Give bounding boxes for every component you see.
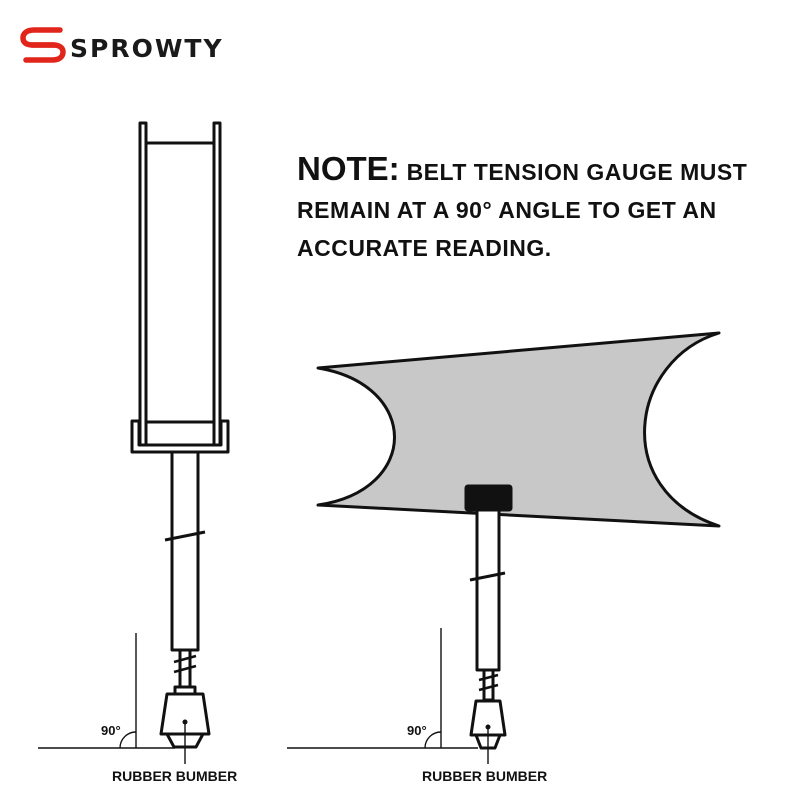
rubber-bumper [159, 692, 211, 736]
spring-coil [173, 664, 197, 674]
note-body: BELT TENSION GAUGE MUST REMAIN AT A 90° … [297, 159, 748, 261]
gauge-clamp [464, 484, 513, 512]
front-part-label: RUBBER BUMBER [422, 768, 547, 784]
rubber-bumper [469, 699, 507, 737]
front-view-diagram [287, 331, 721, 764]
note-lead: NOTE: [297, 150, 400, 187]
brand-logo-icon [20, 27, 66, 63]
brand-name: SPROWTY [70, 34, 224, 63]
spring-coil [478, 683, 499, 692]
spring-rod [482, 668, 495, 702]
angle-arc [119, 731, 137, 749]
spring-coil [173, 654, 197, 664]
angle-arc [424, 731, 442, 749]
note-text: NOTE: BELT TENSION GAUGE MUST REMAIN AT … [297, 150, 777, 267]
gauge-shaft [170, 450, 200, 652]
side-part-label: RUBBER BUMBER [112, 768, 237, 784]
bumper-dot [182, 719, 188, 725]
side-view-diagram [38, 121, 230, 764]
logo-swoosh-bottom [23, 42, 66, 63]
bumper-dot [485, 724, 491, 730]
side-angle-label: 90° [101, 723, 121, 738]
spring-coil [469, 571, 506, 582]
belt-shape [316, 331, 721, 528]
spring-coil [478, 673, 499, 682]
pulley-frame [138, 121, 222, 454]
spring-coil [164, 530, 206, 542]
gauge-shaft [475, 508, 501, 672]
front-angle-label: 90° [407, 723, 427, 738]
mount-bracket [130, 419, 230, 454]
